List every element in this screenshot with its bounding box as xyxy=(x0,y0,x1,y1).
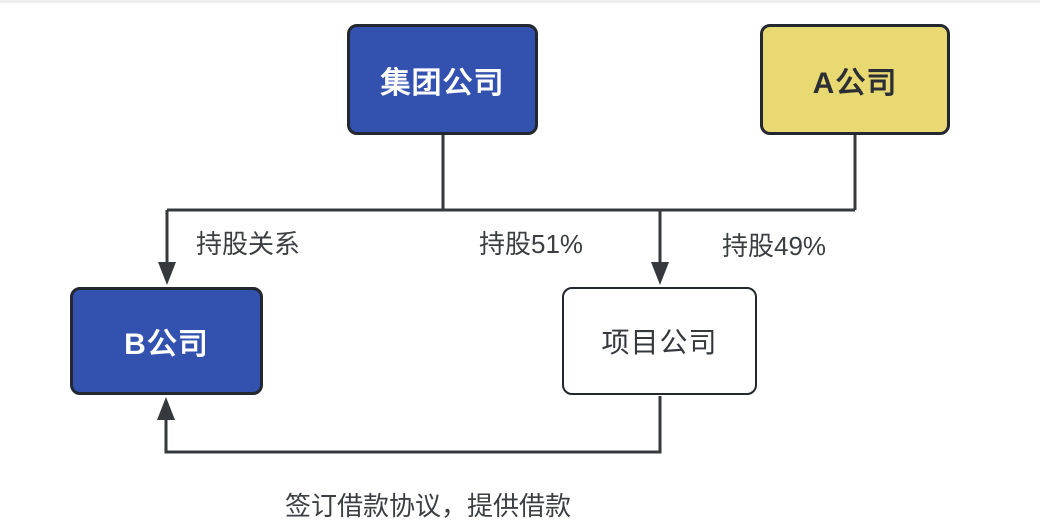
edge-label-holding-49-percent: 持股49% xyxy=(722,231,827,261)
edge-label-loan-agreement: 签订借款协议，提供借款 xyxy=(284,491,571,521)
edge-loan-path xyxy=(164,396,662,454)
top-edge-divider xyxy=(0,0,1040,3)
node-group-company: 集团公司 xyxy=(347,24,538,135)
node-company-b-label: B公司 xyxy=(124,328,209,361)
node-project-company: 项目公司 xyxy=(562,287,757,395)
arrowhead-to-project xyxy=(651,262,669,285)
node-group-company-label: 集团公司 xyxy=(380,66,505,100)
arrowhead-loan-to-company-b xyxy=(157,397,175,420)
node-company-b: B公司 xyxy=(70,287,263,395)
edge-label-holding-relation: 持股关系 xyxy=(196,229,301,259)
arrowhead-to-company-b xyxy=(158,262,176,285)
node-company-a: A公司 xyxy=(760,24,950,135)
edge-label-holding-51-percent: 持股51% xyxy=(479,229,584,259)
node-project-company-label: 项目公司 xyxy=(601,327,718,358)
node-company-a-label: A公司 xyxy=(812,66,898,100)
